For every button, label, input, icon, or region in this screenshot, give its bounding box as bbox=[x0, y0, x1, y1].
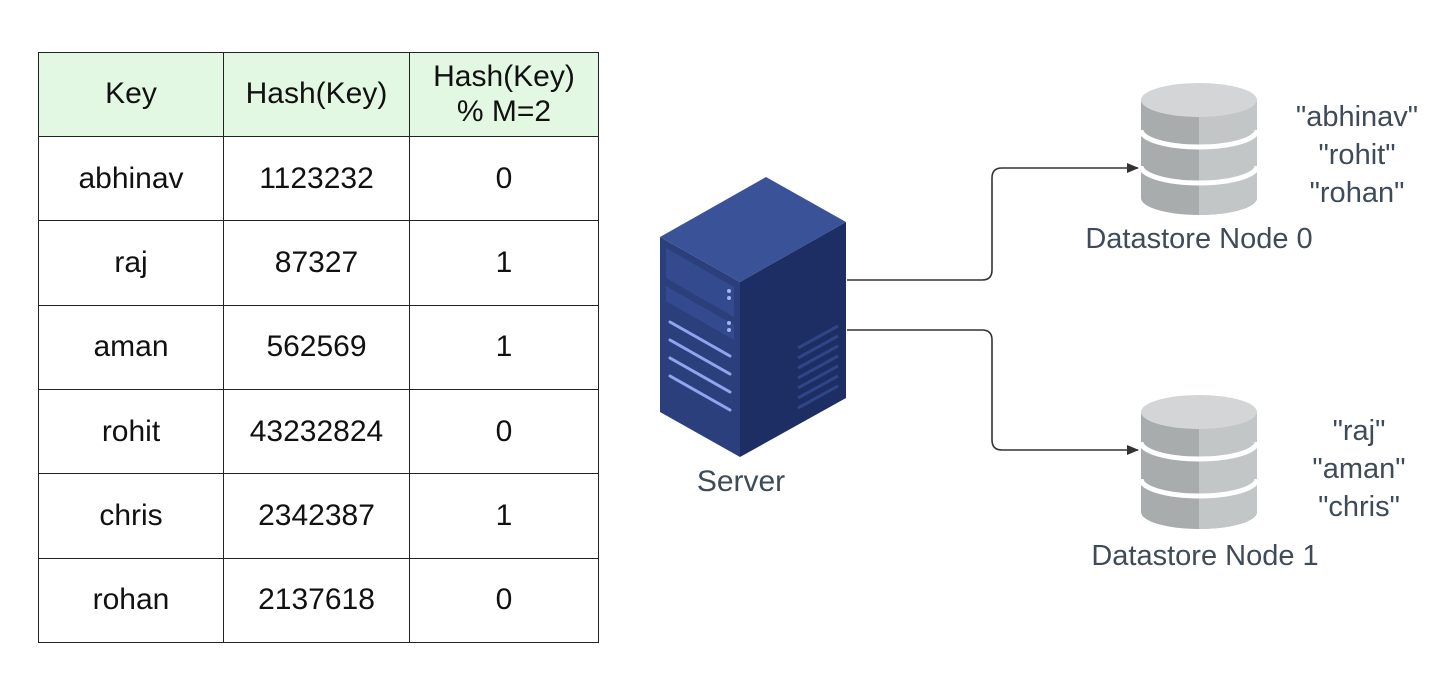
connector-server-node0 bbox=[847, 163, 1139, 281]
node-1-keys: "raj" "aman" "chris" bbox=[1312, 415, 1405, 523]
table-row: chris 2342387 1 bbox=[38, 473, 599, 559]
header-key: Key bbox=[38, 52, 224, 137]
table-header-row: Key Hash(Key) Hash(Key) % M=2 bbox=[38, 52, 599, 137]
node-0-keys: "abhinav" "rohit" "rohan" bbox=[1296, 101, 1418, 209]
connector-server-node1 bbox=[847, 329, 1139, 455]
server-tower-icon bbox=[660, 177, 846, 457]
cell-modulo: 0 bbox=[409, 135, 599, 222]
hash-table: Key Hash(Key) Hash(Key) % M=2 abhinav 11… bbox=[38, 52, 599, 644]
header-modulo: Hash(Key) % M=2 bbox=[409, 52, 599, 137]
cell-modulo: 1 bbox=[409, 304, 599, 390]
cell-modulo: 0 bbox=[409, 557, 599, 644]
cell-hash: 2137618 bbox=[223, 557, 410, 644]
header-hash: Hash(Key) bbox=[223, 52, 410, 137]
node-0-key: "rohit" bbox=[1318, 139, 1395, 171]
cell-hash: 43232824 bbox=[223, 388, 410, 475]
database-cylinder-icon bbox=[1138, 395, 1260, 529]
table-row: raj 87327 1 bbox=[38, 220, 599, 306]
cell-hash: 562569 bbox=[223, 304, 410, 390]
cell-key: aman bbox=[38, 304, 224, 390]
node-1-key: "aman" bbox=[1312, 453, 1405, 485]
node-0-label: Datastore Node 0 bbox=[1085, 223, 1312, 255]
table-row: rohan 2137618 0 bbox=[38, 557, 599, 644]
cell-hash: 2342387 bbox=[223, 473, 410, 559]
cell-key: raj bbox=[38, 220, 224, 306]
cell-key: rohit bbox=[38, 388, 224, 475]
database-cylinder-icon bbox=[1138, 83, 1260, 215]
node-1-key: "chris" bbox=[1318, 491, 1400, 523]
node-1-label: Datastore Node 1 bbox=[1091, 540, 1318, 572]
node-0-key: "abhinav" bbox=[1296, 101, 1418, 133]
node-0-key: "rohan" bbox=[1310, 177, 1405, 209]
cell-modulo: 1 bbox=[409, 220, 599, 306]
server-label: Server bbox=[697, 465, 785, 498]
table-row: aman 562569 1 bbox=[38, 304, 599, 390]
cell-key: chris bbox=[38, 473, 224, 559]
cell-hash: 87327 bbox=[223, 220, 410, 306]
table-row: rohit 43232824 0 bbox=[38, 388, 599, 475]
cell-modulo: 1 bbox=[409, 473, 599, 559]
node-1-key: "raj" bbox=[1333, 415, 1386, 447]
cell-modulo: 0 bbox=[409, 388, 599, 475]
